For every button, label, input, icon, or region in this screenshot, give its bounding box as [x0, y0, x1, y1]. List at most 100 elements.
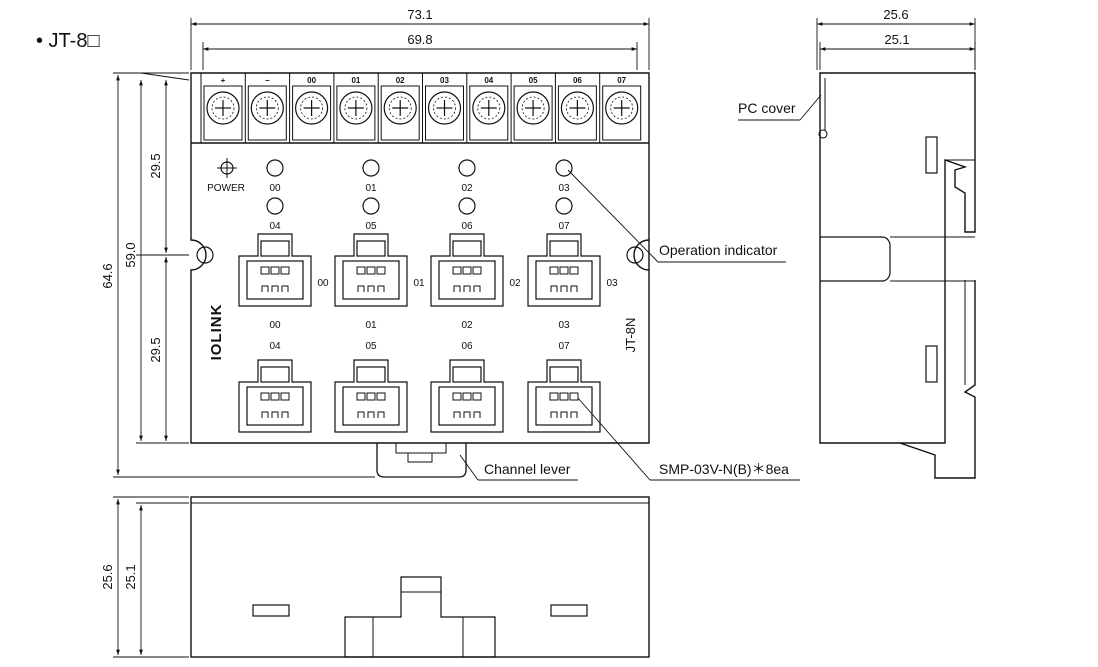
led-label: 00: [269, 183, 281, 194]
led-05: 05: [362, 197, 380, 232]
terminal-label: 05: [529, 76, 538, 85]
power-indicator: [217, 158, 237, 178]
side-lower: [899, 280, 976, 479]
led-label: 05: [365, 221, 377, 232]
connector-top-1: 01 01: [334, 233, 425, 331]
dim-overall-width: 73.1: [407, 7, 432, 22]
terminal-3: 00: [289, 73, 332, 143]
led-07: 07: [555, 197, 573, 232]
screw-icon: [560, 91, 595, 125]
led-label: 06: [461, 221, 473, 232]
led-06: 06: [458, 197, 476, 232]
dim-bottom-half: 29.5: [148, 337, 163, 362]
terminal-9: 06: [554, 73, 597, 143]
side-slot-top: [925, 136, 938, 174]
terminal-label: 02: [396, 76, 405, 85]
connector-label: 05: [365, 341, 377, 352]
dim-bottom-height-inner: 25.1: [123, 564, 138, 589]
connector-label: 03: [558, 320, 570, 331]
led-04: 04: [266, 197, 284, 232]
connector-side-label: 01: [413, 278, 425, 289]
led-label: 02: [461, 183, 473, 194]
screw-icon: [472, 91, 506, 125]
led-label: 03: [558, 183, 570, 194]
connector-label: 06: [461, 341, 473, 352]
terminal-5: 02: [377, 73, 420, 143]
side-view: [819, 72, 976, 479]
led-label: 04: [269, 221, 281, 232]
connector-bottom-2: 06: [430, 341, 504, 433]
terminal-4: 01: [333, 73, 376, 143]
side-body-outline: [819, 72, 976, 444]
dim-side-width-inner: 25.1: [884, 32, 909, 47]
terminal-label: 07: [617, 76, 626, 85]
pc-cover-hinge: [818, 129, 828, 139]
led-00: 00: [266, 159, 284, 194]
dim-inner-width: 69.8: [407, 32, 432, 47]
terminal-2: −: [244, 73, 287, 143]
model-label: JT-8N: [623, 318, 638, 353]
callout-connector: SMP-03V-N(B)＊8ea: [659, 461, 789, 477]
screw-icon: [206, 91, 240, 125]
terminal-10: 07: [599, 73, 642, 143]
page-title: • JT-8□: [36, 30, 100, 52]
connector-side-label: 03: [606, 278, 618, 289]
connector-bottom-1: 05: [334, 341, 408, 433]
front-view: [190, 72, 650, 444]
connector-top-2: 02 02: [430, 233, 521, 331]
led-label: 07: [558, 221, 570, 232]
screw-icon: [295, 91, 329, 125]
bottom-slot-right: [550, 604, 588, 617]
screw-icon: [605, 91, 639, 125]
terminal-label: 01: [351, 76, 360, 85]
leader-lines: [459, 94, 822, 481]
terminal-block: + − 00 01 02 03 04 05 06 07: [200, 73, 642, 143]
connector-top-0: 00 00: [238, 233, 329, 331]
screw-icon: [339, 91, 373, 125]
channel-lever: [376, 442, 467, 478]
led-label: 01: [365, 183, 377, 194]
terminal-8: 05: [510, 73, 553, 143]
screw-icon: [250, 91, 284, 125]
dim-mid-height: 59.0: [123, 242, 138, 267]
connector-side-label: 00: [317, 278, 329, 289]
callout-operation-indicator: Operation indicator: [659, 242, 778, 258]
connector-label: 04: [269, 341, 281, 352]
dimension-lines: [113, 18, 976, 658]
led-01: 01: [362, 159, 380, 194]
side-rail: [820, 236, 891, 282]
brand-logo: IOLINK: [208, 304, 225, 361]
dim-side-width-outer: 25.6: [883, 7, 908, 22]
led-03: 03: [555, 159, 573, 194]
connector-side-label: 02: [509, 278, 521, 289]
terminal-7: 04: [466, 73, 509, 143]
connector-label: 02: [461, 320, 473, 331]
dim-total-height: 64.6: [100, 263, 115, 288]
led-02: 02: [458, 159, 476, 194]
screw-icon: [427, 91, 462, 125]
side-slot-bottom: [925, 345, 938, 383]
terminal-6: 03: [422, 73, 464, 143]
terminal-label: 03: [440, 76, 449, 85]
terminal-label: −: [265, 76, 270, 85]
connector-top-3: 03 03: [527, 233, 618, 331]
callout-channel-lever: Channel lever: [484, 461, 571, 477]
dim-top-half: 29.5: [148, 153, 163, 178]
right-mount-notch: [633, 239, 650, 271]
terminal-label: 04: [484, 76, 493, 85]
connector-label: 01: [365, 320, 377, 331]
connector-label: 00: [269, 320, 281, 331]
power-label: POWER: [207, 183, 245, 194]
left-mount-hole: [196, 246, 214, 264]
led-array: 00 04 01 05 02 06 03 07: [266, 159, 573, 232]
bottom-lever: [344, 576, 496, 658]
screw-icon: [516, 91, 550, 125]
connector-label: 07: [558, 341, 570, 352]
terminal-label: 06: [573, 76, 582, 85]
bottom-view: [190, 496, 650, 658]
connector-bottom-0: 04: [238, 341, 312, 433]
terminal-label: +: [221, 76, 226, 85]
terminal-1: +: [200, 73, 243, 143]
connector-bottom-3: 07: [527, 341, 601, 433]
